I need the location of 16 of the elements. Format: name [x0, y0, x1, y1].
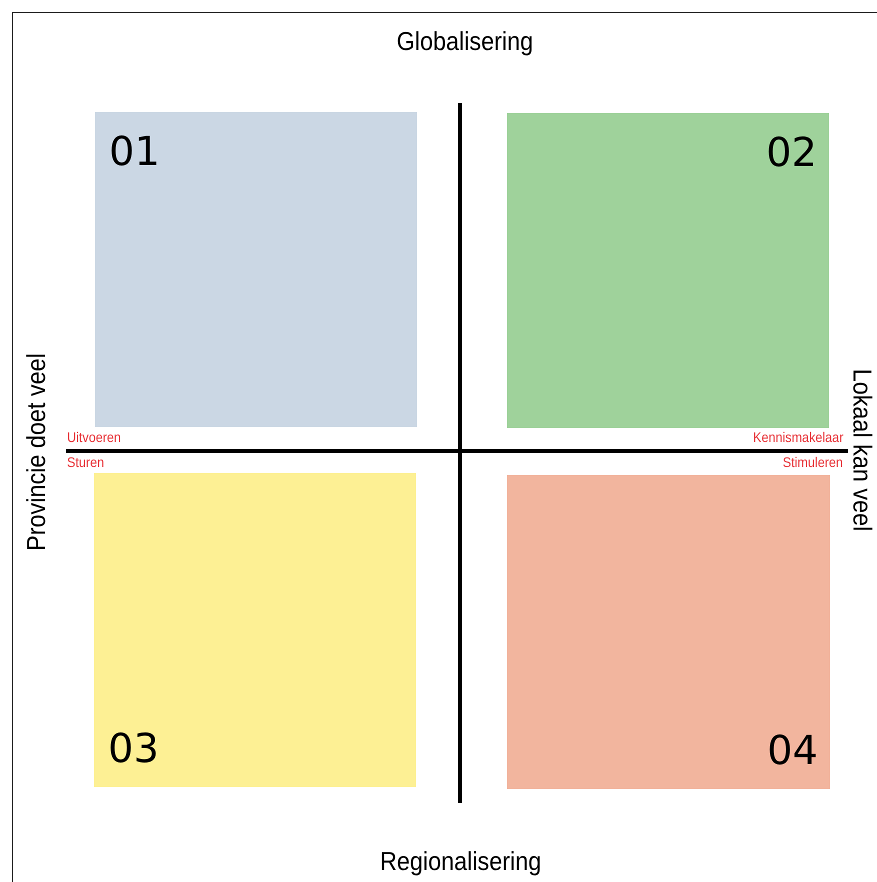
quadrant-box [95, 112, 417, 427]
quadrant-box [94, 473, 416, 787]
quadrant-label: Stimuleren [782, 455, 843, 469]
quadrant-box [507, 475, 830, 789]
quadrant-box [507, 113, 829, 428]
axis-label: Regionalisering [379, 848, 541, 874]
quadrant-number: 02 [766, 133, 817, 173]
quadrant-label: Uitvoeren [67, 430, 121, 444]
quadrant-number: 04 [767, 731, 818, 771]
axis-label: Provincie doet veel [22, 353, 49, 551]
quadrant-number: 01 [109, 132, 160, 172]
quadrant-number: 03 [108, 729, 159, 769]
quadrant-label: Kennismakelaar [753, 430, 844, 444]
axis-label: Globalisering [396, 28, 534, 54]
quadrant-label: Sturen [67, 455, 104, 469]
axis-label: Lokaal kan veel [848, 368, 875, 532]
